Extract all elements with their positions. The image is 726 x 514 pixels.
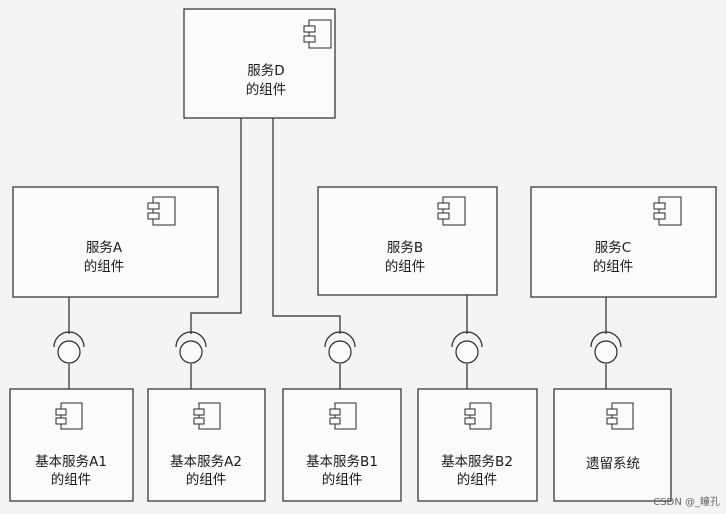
component-b: 服务B 的组件 xyxy=(317,186,498,296)
component-icon xyxy=(147,196,176,226)
component-label-line2: 的组件 xyxy=(457,472,498,488)
component-label-line1: 服务B xyxy=(387,240,423,256)
interface-b2 xyxy=(451,331,483,364)
component-box xyxy=(12,186,219,298)
component-box xyxy=(530,186,717,298)
component-label-line2: 的组件 xyxy=(246,82,287,98)
component-label-line1: 服务C xyxy=(595,240,631,256)
interface-a2 xyxy=(175,331,207,364)
component-label-line1: 基本服务B2 xyxy=(441,453,513,470)
component-label-line2: 的组件 xyxy=(593,259,634,275)
component-icon xyxy=(55,402,83,430)
component-a: 服务A 的组件 xyxy=(12,186,219,298)
component-b2: 基本服务B2 的组件 xyxy=(417,388,538,502)
component-a2: 基本服务A2 的组件 xyxy=(147,388,266,502)
component-d: 服务D 的组件 xyxy=(183,8,336,119)
component-box xyxy=(317,186,498,296)
socket-icon xyxy=(324,331,356,348)
watermark: CSDN @_瞳孔 xyxy=(653,497,720,508)
component-label-line2: 的组件 xyxy=(385,259,426,275)
component-label-line1: 基本服务A2 xyxy=(170,453,242,470)
socket-icon xyxy=(451,331,483,348)
connector-d-to-a2 xyxy=(190,118,242,334)
connectors xyxy=(68,118,607,389)
ball-icon xyxy=(455,340,479,364)
component-icon xyxy=(329,402,357,430)
interfaces xyxy=(53,331,622,364)
component-c: 服务C 的组件 xyxy=(530,186,717,298)
connector-d-to-b1 xyxy=(272,118,341,334)
component-label-line2: 的组件 xyxy=(51,472,92,488)
component-a1: 基本服务A1 的组件 xyxy=(9,388,134,502)
component-icon xyxy=(606,402,634,430)
component-label-line1: 基本服务A1 xyxy=(35,453,107,470)
component-icon xyxy=(303,19,332,49)
socket-icon xyxy=(53,331,85,348)
component-icon xyxy=(464,402,492,430)
component-icon xyxy=(653,196,682,226)
component-label-line2: 的组件 xyxy=(186,472,227,488)
component-icon xyxy=(193,402,221,430)
ball-icon xyxy=(57,340,81,364)
component-label-line2: 的组件 xyxy=(84,259,125,275)
socket-icon xyxy=(590,331,622,348)
component-b1: 基本服务B1 的组件 xyxy=(282,388,402,502)
component-label-line1: 服务A xyxy=(86,240,123,256)
ball-icon xyxy=(328,340,352,364)
component-legacy: 遗留系统 xyxy=(553,388,672,502)
interface-legacy xyxy=(590,331,622,364)
ball-icon xyxy=(179,340,203,364)
interface-b1 xyxy=(324,331,356,364)
component-label-line1: 遗留系统 xyxy=(586,456,640,472)
socket-icon xyxy=(175,331,207,348)
component-label-line1: 服务D xyxy=(247,63,284,79)
component-label-line2: 的组件 xyxy=(322,472,363,488)
component-label-line1: 基本服务B1 xyxy=(306,453,378,470)
interface-a1 xyxy=(53,331,85,364)
ball-icon xyxy=(594,340,618,364)
component-icon xyxy=(437,196,466,226)
